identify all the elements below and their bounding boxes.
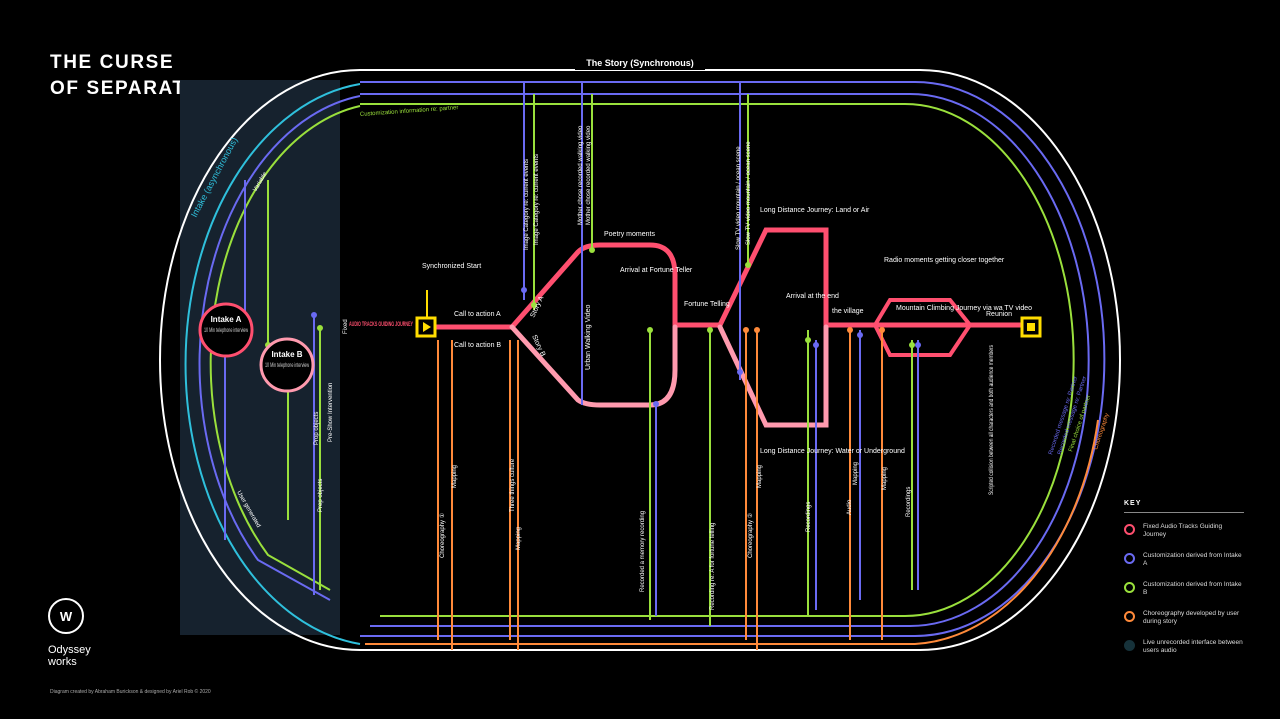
key-label-choreo: Choreography developed by user during st…	[1143, 610, 1240, 625]
slow-tv-label: Slow TV video mountain / ocean scene	[736, 146, 742, 250]
poetry-label: Poetry moments	[604, 231, 655, 238]
recordings-2-label: Recordings	[906, 487, 912, 517]
scripted-collision-label: Scripted collision between all character…	[989, 345, 995, 495]
call-b-label: Call to action B	[454, 342, 501, 349]
intake-b-title: Intake B	[271, 350, 302, 359]
choreo-dot-icon	[1124, 611, 1135, 622]
intake-arc-live	[184, 83, 361, 645]
logo-text: Odyssey works	[48, 644, 91, 668]
intake-b-circle[interactable]	[259, 337, 315, 393]
top-label-bg	[575, 56, 705, 70]
vertical-branches	[224, 82, 919, 650]
title-line-1: THE CURSE	[50, 52, 175, 73]
village-label: the village	[832, 308, 864, 315]
key-label-intake-b: Customization derived from Intake B	[1143, 581, 1242, 596]
long-water-label: Long Distance Journey: Water or Undergro…	[760, 448, 905, 455]
image-category-label: Image Category re: current events	[524, 159, 530, 250]
logo-line-1: Odyssey	[48, 644, 91, 656]
three-things-label: Three things culture	[510, 458, 516, 512]
mapping-2-label: Mapping	[516, 527, 522, 550]
mapping-3-label: Mapping	[757, 465, 763, 488]
key-legend: KEY Fixed Audio Tracks Guiding Journey C…	[1124, 500, 1244, 668]
key-item-live: Live unrecorded interface between users …	[1124, 639, 1244, 655]
choreography-1-label: Choreography ①	[439, 513, 446, 558]
key-label-live: Live unrecorded interface between users …	[1143, 639, 1243, 654]
radio-label: Radio moments getting closer together	[884, 257, 1005, 264]
mapping-4-label: Mapping	[853, 462, 859, 485]
mapping-label: Mapping	[452, 465, 458, 488]
audio-tracks-label: AUDIO TRACKS GUIDING JOURNEY	[349, 322, 413, 328]
page-title: THE CURSE OF SEPARATION	[50, 50, 224, 102]
intake-a-dot-icon	[1124, 553, 1135, 564]
slow-tv-2-label: Slow TV video mountain / ocean scene	[746, 141, 752, 245]
fixed-path-soft	[509, 324, 829, 428]
path-labels: Synchronized Start AUDIO TRACKS GUIDING …	[343, 207, 1032, 455]
credit-text: Diagram created by Abraham Burickson & d…	[50, 689, 211, 695]
key-item-intake-b: Customization derived from Intake B	[1124, 581, 1244, 597]
customization-partner-label: Customization information re: partner	[360, 105, 459, 118]
call-a-label: Call to action A	[454, 311, 501, 318]
fixed-label: Fixed	[343, 319, 349, 334]
mountain-label: Mountain Climbing Journey via wa TV vide…	[896, 305, 1032, 312]
outer-track-choreo	[365, 419, 1099, 645]
stop-icon	[1027, 323, 1035, 331]
arrival-fortune-label: Arrival at Fortune Teller	[620, 267, 693, 274]
mapping-5-label: Mapping	[882, 467, 888, 490]
long-land-label: Long Distance Journey: Land or Air	[760, 207, 870, 214]
outer-track-intake-a-2	[360, 93, 1090, 627]
memory-rec-label: Recorded a memory recording	[640, 511, 646, 592]
top-label: The Story (Synchronous)	[586, 58, 694, 68]
play-icon	[423, 322, 431, 332]
sync-start-label: Synchronized Start	[422, 263, 481, 270]
key-item-intake-a: Customization derived from Intake A	[1124, 552, 1244, 568]
intake-a-circle[interactable]	[198, 302, 254, 358]
intake-a-title: Intake A	[211, 315, 242, 324]
arrival-end-label: Arrival at the end	[786, 293, 839, 300]
choreography-2-label: Choreography ②	[747, 513, 754, 558]
fortune-rec-label: Recording re: A for fortune telling	[710, 523, 716, 610]
mother-video-2-label: Mother chose recorded walking video	[586, 125, 592, 225]
key-label-fixed: Fixed Audio Tracks Guiding Journey	[1143, 523, 1223, 538]
logo-line-2: works	[48, 656, 77, 668]
fixed-dot-icon	[1124, 524, 1135, 535]
odyssey-logo: W Odyssey works	[48, 598, 91, 668]
recordings-label: Recordings	[806, 502, 812, 532]
audio-label: Audio	[847, 499, 853, 515]
preshow-label: Pre-Show Intervention	[328, 383, 334, 442]
image-category-2-label: Image Category re: current events	[534, 154, 540, 245]
title-line-2: OF SEPARATION	[50, 78, 225, 99]
intake-b-desc: 10 Min telephone interview	[265, 363, 309, 369]
key-item-choreo: Choreography developed by user during st…	[1124, 610, 1244, 626]
prop-objects-label: Prop objects	[314, 412, 320, 445]
outer-track-intake-b	[360, 103, 1075, 617]
intake-b-dot-icon	[1124, 582, 1135, 593]
key-item-fixed: Fixed Audio Tracks Guiding Journey	[1124, 523, 1244, 539]
intake-arc-b	[209, 105, 361, 591]
urban-walking-label: Urban Walking Video	[585, 305, 592, 370]
outer-track-white	[159, 69, 1121, 651]
fixed-path	[429, 227, 1025, 357]
mother-video-label: Mother chose recorded walking video	[578, 125, 584, 225]
prep-objects-label: Prep objects	[318, 479, 324, 512]
key-heading: KEY	[1124, 500, 1244, 513]
intake-arc-a	[198, 95, 361, 601]
key-label-intake-a: Customization derived from Intake A	[1143, 552, 1242, 567]
fortune-telling-label: Fortune Telling	[684, 301, 730, 308]
intake-a-desc: 10 Min telephone interview	[204, 328, 248, 334]
live-dot-icon	[1124, 640, 1135, 651]
outer-track-intake-a	[360, 81, 1106, 637]
reunion-label: Reunion	[986, 311, 1012, 318]
w-logo-icon: W	[48, 598, 84, 634]
